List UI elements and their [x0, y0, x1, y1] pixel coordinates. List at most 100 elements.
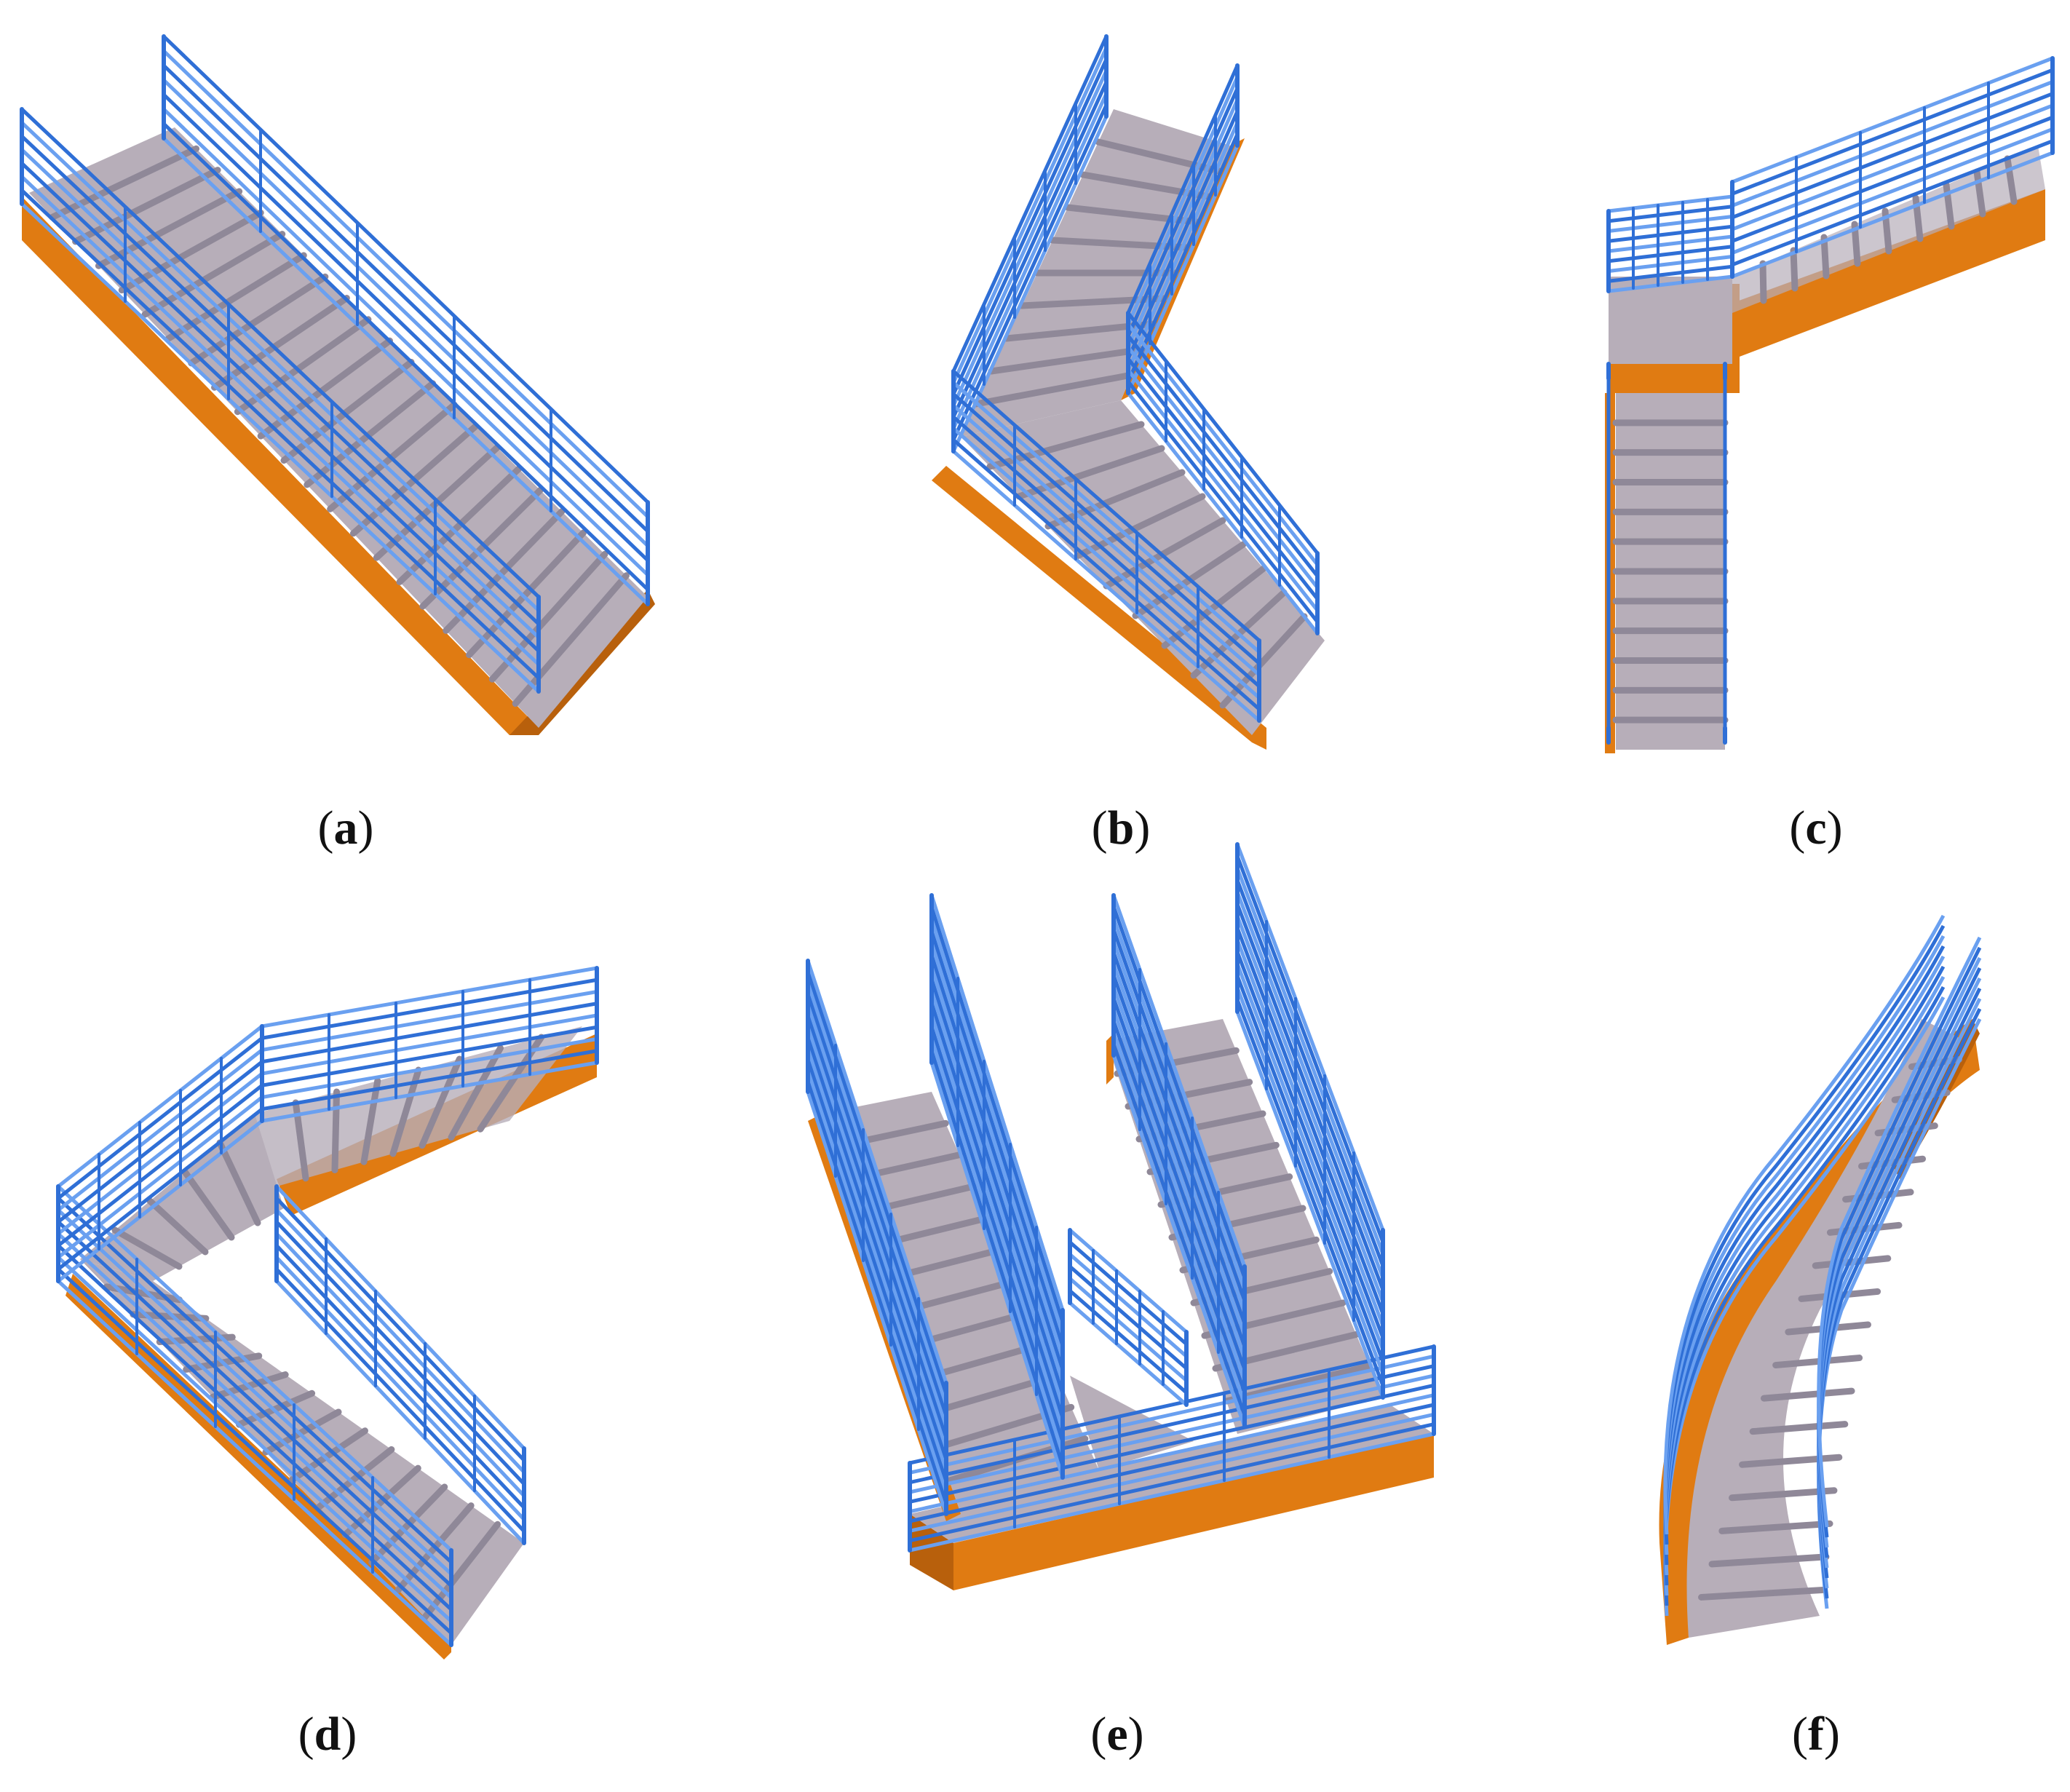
- rail-bar: [162, 34, 650, 504]
- rail-bar: [806, 1035, 948, 1462]
- rail-bar: [806, 980, 948, 1407]
- rail-bar: [274, 1256, 526, 1521]
- rail-bar: [1111, 973, 1247, 1349]
- tread-edge: [1739, 1454, 1843, 1468]
- panel-a: (a): [0, 0, 691, 852]
- rail-bar: [951, 80, 1109, 419]
- rail-bar: [56, 1083, 264, 1248]
- tread-edge: [1790, 247, 1799, 292]
- rail-bar: [929, 953, 1065, 1372]
- rail-bar: [1111, 1031, 1247, 1406]
- tread-edge: [421, 1521, 501, 1621]
- rail-bar: [260, 990, 599, 1052]
- rail-bar: [806, 970, 948, 1396]
- caption-f: (f): [1792, 1708, 1840, 1761]
- rail-bar: [1730, 115, 2055, 243]
- rail-bar: [56, 1208, 453, 1576]
- rail-bar: [274, 1279, 526, 1545]
- rail-bar: [274, 1232, 526, 1498]
- rail-bar: [929, 977, 1065, 1396]
- rail-bar: [908, 1344, 1436, 1465]
- rail-bar: [806, 1013, 948, 1440]
- rail-bar: [929, 917, 1065, 1336]
- rail-bar: [274, 1267, 526, 1534]
- rail-bar: [1111, 962, 1247, 1337]
- rail-bar: [929, 1049, 1065, 1468]
- rail-bar: [806, 959, 948, 1385]
- rail-bar: [806, 1024, 948, 1451]
- rail-bar: [929, 1001, 1065, 1420]
- rail-bar: [1235, 890, 1385, 1280]
- tread-edge: [1908, 1056, 1963, 1071]
- tread-edge: [2004, 155, 2018, 205]
- rail-bar: [1606, 274, 1734, 293]
- rail-bar: [1068, 1264, 1189, 1371]
- rail-bar: [1817, 936, 1982, 1528]
- rail-bar: [56, 1220, 453, 1588]
- rail-bar: [908, 1364, 1436, 1485]
- rail-bar: [1111, 927, 1247, 1303]
- stringer-side: [932, 466, 1266, 750]
- rail-bar: [1111, 905, 1247, 1280]
- rail-bar: [1730, 92, 2055, 220]
- rail-bar: [951, 415, 1261, 689]
- rail-bar: [56, 1196, 453, 1564]
- tread-edge: [211, 295, 350, 391]
- rail-bar: [260, 966, 599, 1028]
- rail-bar: [1606, 255, 1734, 273]
- rail-bar: [1730, 127, 2055, 255]
- rail-bar: [929, 1036, 1065, 1456]
- tread-edge: [488, 550, 608, 683]
- tread-lines: [1612, 155, 2018, 723]
- rail-bar: [806, 1090, 948, 1516]
- landing-front: [910, 1514, 953, 1590]
- rail-bar: [1730, 68, 2055, 196]
- tread-edge: [1708, 1553, 1830, 1568]
- rail-bar: [908, 1412, 1436, 1533]
- rail-bar: [1730, 139, 2055, 267]
- caption-a: (a): [317, 801, 374, 855]
- rail-bar: [260, 1002, 599, 1064]
- tread-edge: [49, 145, 200, 221]
- rail-bar: [1111, 1042, 1247, 1417]
- rail-bar: [1068, 1288, 1189, 1395]
- tread-edge: [448, 1044, 504, 1141]
- rail-bar: [274, 1220, 526, 1486]
- rail-bar: [929, 893, 1065, 1312]
- rail-bar: [1126, 333, 1320, 578]
- stringer-upper: [1725, 189, 2045, 357]
- rail-bar: [1126, 391, 1320, 635]
- rail-bar: [162, 122, 650, 592]
- rail-bar: [1111, 1019, 1247, 1395]
- caption-b: (b): [1091, 801, 1151, 855]
- rail-bar: [806, 1002, 948, 1429]
- rail-bar: [1111, 1053, 1247, 1429]
- rail-bar: [260, 1037, 599, 1099]
- rail-bar: [56, 1256, 453, 1623]
- rail-bar: [1606, 234, 1734, 253]
- tread-edge: [181, 1168, 235, 1241]
- rail-bar: [1235, 998, 1385, 1388]
- rail-bar: [20, 107, 541, 599]
- rail-bar: [929, 1025, 1065, 1444]
- rail-bar: [56, 1243, 453, 1611]
- rail-bar: [1126, 121, 1240, 373]
- panel-f: (f): [1601, 873, 2070, 1792]
- rail-bar: [162, 136, 650, 606]
- rail-bar: [1606, 224, 1734, 243]
- straight-stair-illustration: [20, 34, 655, 735]
- rail-bar: [951, 57, 1109, 396]
- rail-bar: [1111, 996, 1247, 1371]
- rail-bar: [1235, 1010, 1385, 1400]
- tread-edge: [1759, 260, 1767, 304]
- tread-edge: [1125, 1079, 1253, 1110]
- rail-bar: [951, 403, 1261, 677]
- rail-bar: [274, 1184, 526, 1451]
- tread-edge: [262, 1408, 342, 1456]
- panel-c: (c): [1550, 0, 2070, 852]
- rail-bar: [951, 392, 1261, 665]
- rail-bar: [951, 103, 1109, 442]
- rail-bar: [56, 1119, 264, 1283]
- rail-bar: [806, 1079, 948, 1505]
- handrail: [56, 966, 599, 1647]
